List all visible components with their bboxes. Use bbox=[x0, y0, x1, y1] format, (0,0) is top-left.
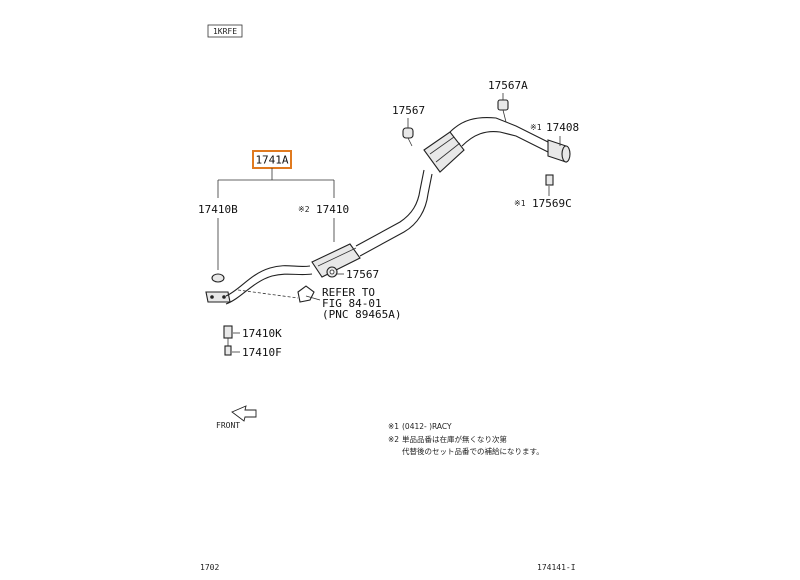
center-muffler bbox=[311, 243, 361, 278]
callout-1741A[interactable]: 1741A bbox=[252, 150, 292, 169]
callout-17567-upper[interactable]: 17567 bbox=[392, 104, 425, 117]
callout-17410F[interactable]: 17410F bbox=[242, 346, 282, 359]
callout-17410K[interactable]: 17410K bbox=[242, 327, 282, 340]
refer-note[interactable]: REFER TO FIG 84-01 (PNC 89465A) bbox=[305, 286, 401, 321]
front-arrow-icon bbox=[231, 405, 257, 422]
footer-right: 174141-I bbox=[537, 563, 576, 572]
gasket-ring bbox=[211, 273, 225, 283]
engine-tag-text: 1KRFE bbox=[213, 27, 237, 36]
callout-17410-mark: ※2 bbox=[298, 205, 310, 214]
footer-left: 1702 bbox=[200, 563, 219, 572]
callout-17567-lower[interactable]: 17567 bbox=[346, 268, 379, 281]
note-2-mark: ※2 bbox=[388, 435, 399, 444]
exhaust-pipe-assembly bbox=[205, 99, 571, 356]
assembly-bracket bbox=[217, 168, 335, 198]
callout-17567A[interactable]: 17567A bbox=[488, 79, 528, 92]
callout-17408-mark: ※1 bbox=[530, 123, 542, 132]
engine-tag: 1KRFE bbox=[207, 24, 243, 38]
hanger-17567-upper bbox=[402, 127, 414, 139]
main-muffler bbox=[423, 131, 465, 173]
note-1-text: (0412- )RACY bbox=[402, 422, 452, 431]
callout-17410B[interactable]: 17410B bbox=[198, 203, 238, 216]
front-arrow: FRONT bbox=[216, 405, 257, 430]
front-label: FRONT bbox=[216, 421, 240, 430]
callout-17408[interactable]: 17408 bbox=[546, 121, 579, 134]
callout-17569C-mark: ※1 bbox=[514, 199, 526, 208]
refer-line-1: REFER TO bbox=[322, 286, 375, 299]
oxygen-sensor bbox=[297, 285, 315, 303]
refer-line-3: (PNC 89465A) bbox=[322, 308, 401, 321]
clamp-17569C bbox=[545, 174, 554, 186]
refer-line-2: FIG 84-01 bbox=[322, 297, 382, 310]
note-2-line-1: 単品品番は在庫が無くなり次第 bbox=[402, 434, 507, 444]
callout-17410[interactable]: 17410 bbox=[316, 203, 349, 216]
note-2-line-2: 代替後のセット品番での補給になります。 bbox=[402, 446, 544, 456]
note-1-mark: ※1 bbox=[388, 422, 399, 431]
callout-17569C[interactable]: 17569C bbox=[532, 197, 572, 210]
hanger-17567A bbox=[497, 99, 509, 111]
bolt-17410K bbox=[223, 325, 233, 339]
front-flange bbox=[205, 291, 231, 303]
footnotes: ※1 (0412- )RACY ※2 単品品番は在庫が無くなり次第 代替後のセッ… bbox=[388, 422, 544, 456]
callout-1741A-text: 1741A bbox=[255, 154, 288, 167]
nut-17410F bbox=[224, 345, 232, 356]
